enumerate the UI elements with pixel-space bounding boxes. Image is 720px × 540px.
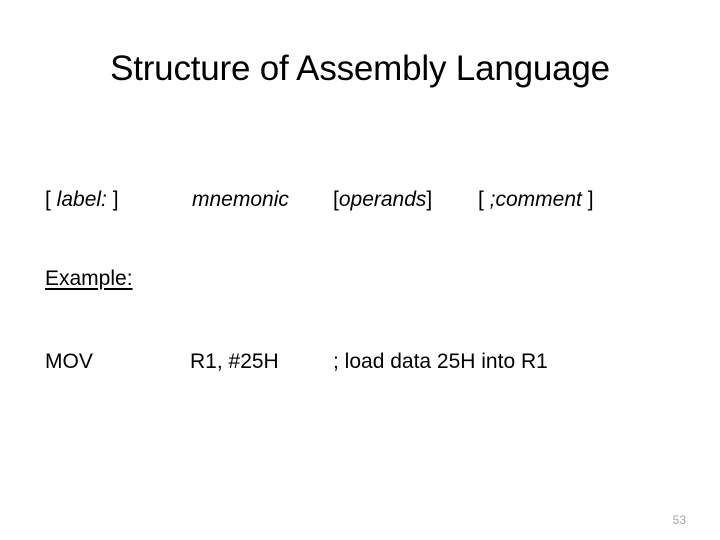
example-mnemonic: MOV: [45, 350, 93, 373]
assembly-syntax-line: [ label: ] mnemonic [operands] [ ;commen…: [45, 184, 685, 216]
comment-placeholder-text: ;comment: [489, 188, 582, 211]
assembly-example-line: MOV R1, #25H ; load data 25H into R1: [45, 346, 685, 378]
example-heading: Example:: [45, 264, 133, 294]
syntax-field-label: [ label: ]: [45, 184, 119, 216]
operands-placeholder-text: operands: [338, 188, 427, 211]
operands-bracket-open: [: [333, 188, 339, 211]
label-bracket-open: [: [45, 188, 57, 211]
example-operands: R1, #25H: [190, 350, 279, 373]
example-comment: ; load data 25H into R1: [333, 350, 548, 373]
syntax-field-operands: [operands]: [333, 184, 432, 216]
syntax-field-mnemonic: mnemonic: [192, 188, 289, 211]
example-heading-text: Example:: [45, 267, 133, 290]
comment-bracket-open: [: [478, 188, 490, 211]
syntax-field-comment: [ ;comment ]: [478, 184, 594, 216]
comment-bracket-close: ]: [581, 188, 594, 211]
page-title: Structure of Assembly Language: [110, 49, 610, 88]
operands-bracket-close: ]: [426, 188, 433, 211]
label-bracket-close: ]: [106, 188, 119, 211]
label-placeholder-text: label:: [56, 188, 107, 211]
slide-number: 53: [672, 513, 686, 527]
